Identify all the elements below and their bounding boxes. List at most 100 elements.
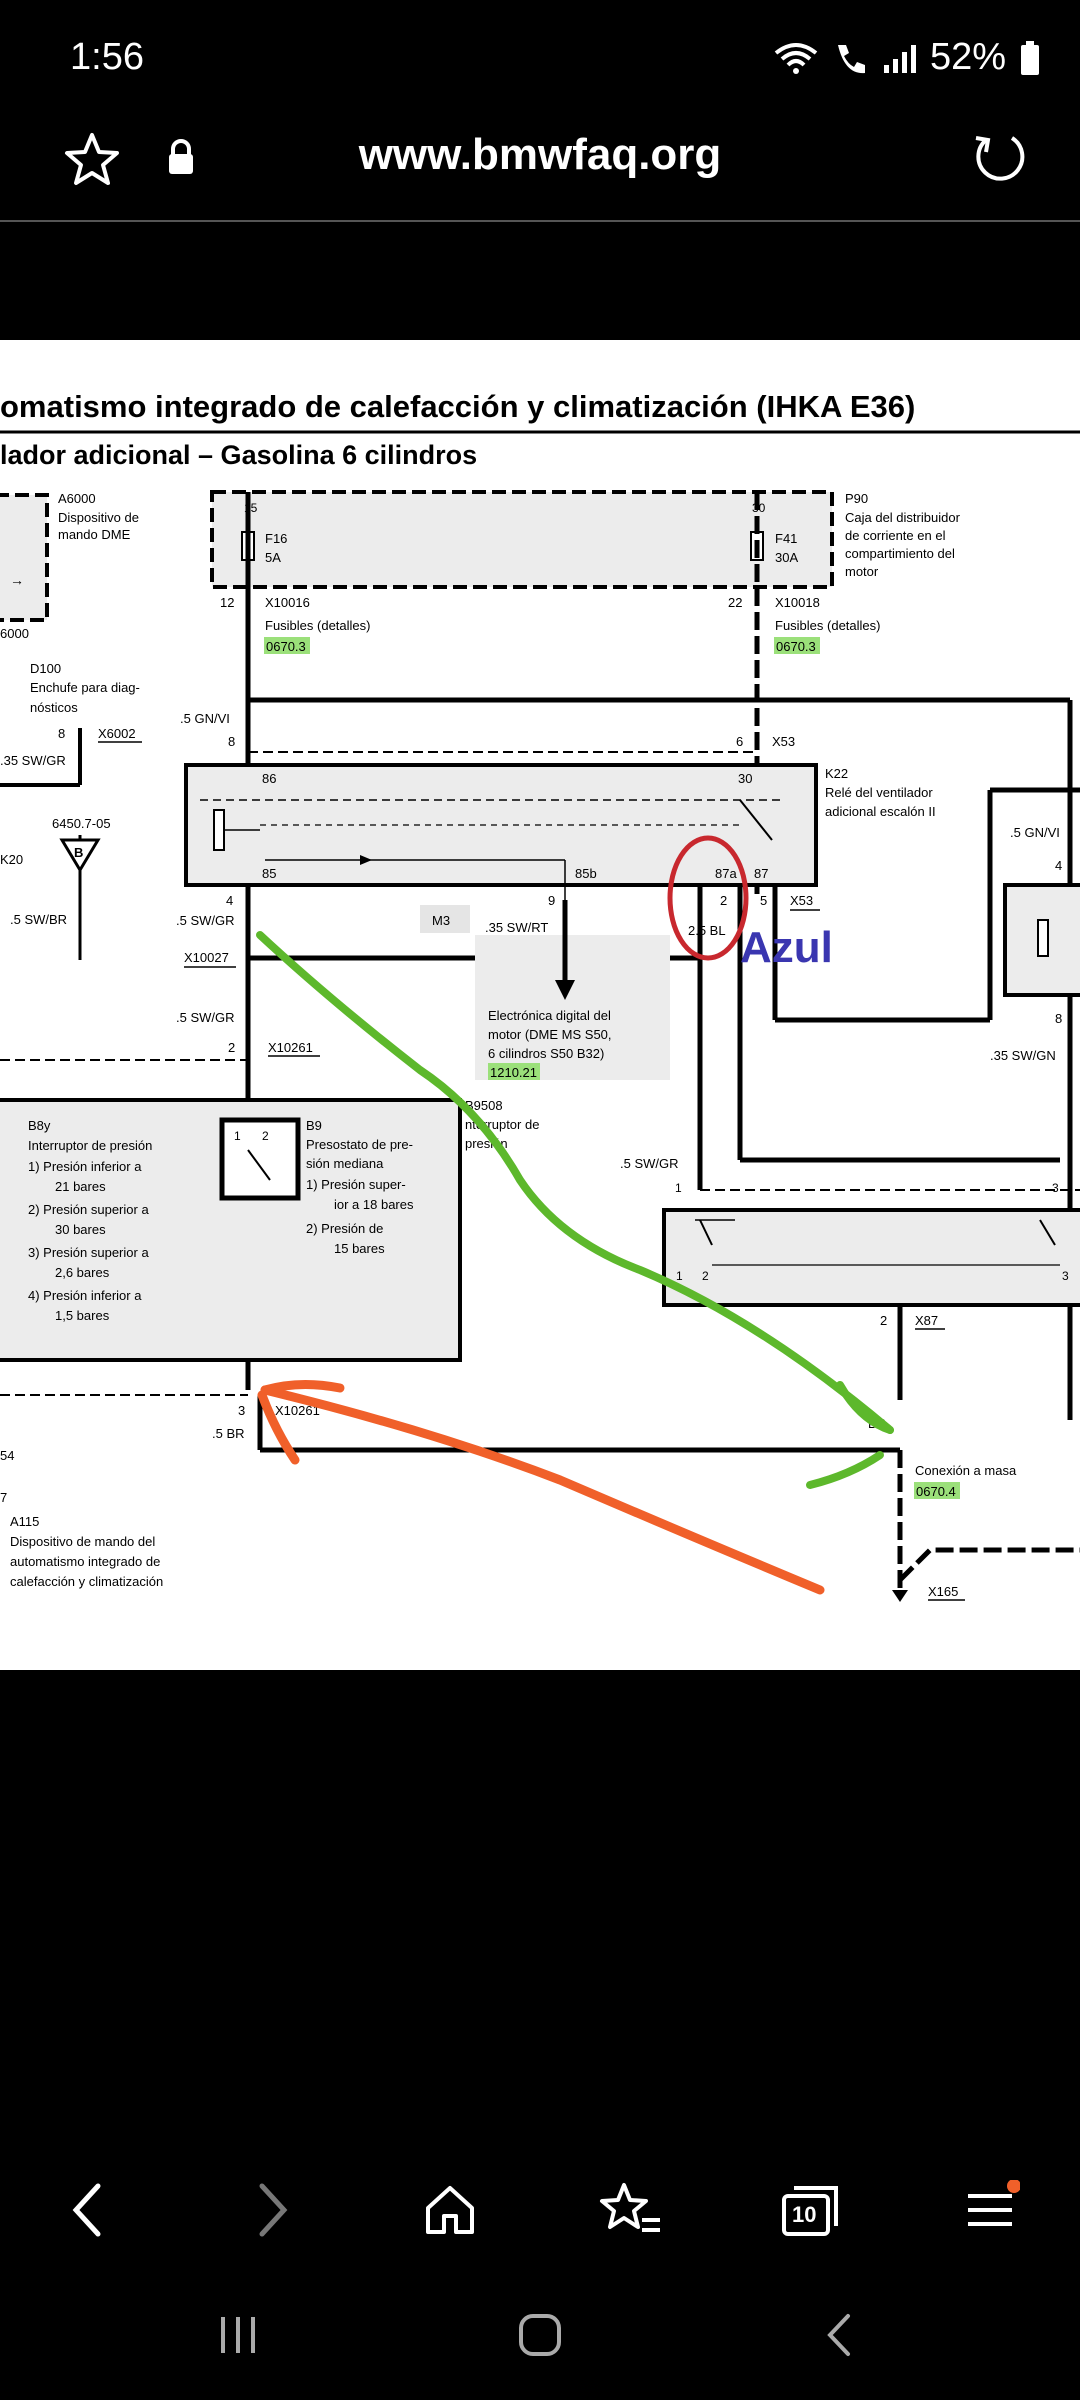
svg-text:nósticos: nósticos (30, 700, 78, 715)
svg-text:2: 2 (228, 1040, 235, 1055)
svg-text:6: 6 (736, 734, 743, 749)
svg-text:compartimiento del: compartimiento del (845, 546, 955, 561)
reload-icon[interactable] (968, 128, 1028, 193)
system-back-icon[interactable] (800, 2300, 880, 2370)
back-icon[interactable] (48, 2170, 128, 2250)
svg-text:B: B (74, 845, 83, 860)
svg-text:motor (DME MS S50,: motor (DME MS S50, (488, 1027, 612, 1042)
browser-bottom-toolbar: 10 (0, 2130, 1080, 2270)
svg-text:54: 54 (0, 1448, 14, 1463)
svg-text:mando DME: mando DME (58, 527, 131, 542)
red-circle-annotation (667, 835, 749, 961)
svg-text:1: 1 (676, 1269, 683, 1283)
wifi-icon (774, 41, 818, 75)
svg-text:.5 SW/BR: .5 SW/BR (10, 912, 67, 927)
status-time: 1:56 (70, 36, 144, 78)
svg-text:.35 SW/GN: .35 SW/GN (990, 1048, 1056, 1063)
forward-icon[interactable] (232, 2170, 312, 2250)
svg-text:X53: X53 (790, 893, 813, 908)
svg-text:calefacción y climatización: calefacción y climatización (10, 1574, 163, 1589)
svg-text:Fusibles (detalles): Fusibles (detalles) (265, 618, 371, 633)
svg-text:Caja del distribuidor: Caja del distribuidor (845, 510, 961, 525)
svg-text:15 bares: 15 bares (334, 1241, 385, 1256)
svg-text:12: 12 (220, 595, 234, 610)
svg-text:B8y: B8y (28, 1118, 51, 1133)
tabs-icon[interactable]: 10 (770, 2170, 850, 2250)
svg-text:P90: P90 (845, 491, 868, 506)
svg-text:0670.3: 0670.3 (266, 639, 306, 654)
svg-text:86: 86 (262, 771, 276, 786)
svg-text:4) Presión inferior a: 4) Presión inferior a (28, 1288, 142, 1303)
menu-icon[interactable] (950, 2170, 1030, 2250)
svg-text:3: 3 (1052, 1181, 1059, 1195)
wifi-calling-icon (832, 41, 870, 75)
svg-text:.35 SW/RT: .35 SW/RT (485, 920, 548, 935)
svg-text:1210.21: 1210.21 (490, 1065, 537, 1080)
svg-text:sión mediana: sión mediana (306, 1156, 384, 1171)
battery-icon (1020, 40, 1040, 75)
svg-text:2: 2 (880, 1313, 887, 1328)
svg-text:5: 5 (760, 893, 767, 908)
svg-text:3: 3 (1062, 1269, 1069, 1283)
svg-text:X87: X87 (915, 1313, 938, 1328)
svg-text:A6000: A6000 (58, 491, 96, 506)
bookmark-star-icon[interactable] (62, 130, 122, 195)
svg-text:30A: 30A (775, 550, 798, 565)
svg-text:Relé del ventilador: Relé del ventilador (825, 785, 933, 800)
lock-icon[interactable] (166, 138, 196, 183)
svg-text:1) Presión super-: 1) Presión super- (306, 1177, 406, 1192)
toolbar-divider (0, 220, 1080, 222)
home-button-icon[interactable] (500, 2300, 580, 2370)
web-page-content[interactable]: omatismo integrado de calefacción y clim… (0, 340, 1080, 1670)
svg-text:.5 GN/VI: .5 GN/VI (180, 711, 230, 726)
svg-text:automatismo integrado de: automatismo integrado de (10, 1554, 160, 1569)
svg-text:1,5 bares: 1,5 bares (55, 1308, 110, 1323)
svg-text:Dispositivo de mando del: Dispositivo de mando del (10, 1534, 155, 1549)
svg-text:.5 SW/GR: .5 SW/GR (176, 1010, 235, 1025)
svg-text:→: → (10, 572, 24, 588)
svg-text:2,6 bares: 2,6 bares (55, 1265, 110, 1280)
svg-text:8: 8 (228, 734, 235, 749)
svg-text:Conexión a masa: Conexión a masa (915, 1463, 1017, 1478)
svg-text:Presostato de pre-: Presostato de pre- (306, 1137, 413, 1152)
svg-text:4: 4 (1055, 858, 1062, 873)
svg-text:1) Presión inferior a: 1) Presión inferior a (28, 1159, 142, 1174)
svg-text:2.5 BL: 2.5 BL (688, 923, 726, 938)
svg-text:F41: F41 (775, 531, 797, 546)
svg-text:X10016: X10016 (265, 595, 310, 610)
orange-arrow-annotation (260, 1385, 825, 1595)
address-bar: www.bmwfaq.org (0, 120, 1080, 220)
svg-text:K20: K20 (0, 852, 23, 867)
svg-text:6 cilindros S50 B32): 6 cilindros S50 B32) (488, 1046, 604, 1061)
svg-text:21 bares: 21 bares (55, 1179, 106, 1194)
svg-text:.5 SW/GR: .5 SW/GR (176, 913, 235, 928)
svg-text:K22: K22 (825, 766, 848, 781)
svg-text:1: 1 (675, 1181, 682, 1195)
svg-text:22: 22 (728, 595, 742, 610)
svg-text:X10018: X10018 (775, 595, 820, 610)
svg-text:.35 SW/GR: .35 SW/GR (0, 753, 66, 768)
svg-text:6450.7-05: 6450.7-05 (52, 816, 111, 831)
wiring-diagram: omatismo integrado de calefacción y clim… (0, 389, 1080, 1602)
azul-annotation: Azul (740, 923, 833, 972)
svg-text:2) Presión de: 2) Presión de (306, 1221, 383, 1236)
svg-text:Fusibles (detalles): Fusibles (detalles) (775, 618, 881, 633)
svg-text:X10261: X10261 (275, 1403, 320, 1418)
bookmarks-icon[interactable] (590, 2170, 670, 2250)
svg-text:Dispositivo de: Dispositivo de (58, 510, 139, 525)
tabs-count: 10 (792, 2202, 817, 2227)
svg-text:87: 87 (754, 866, 768, 881)
url-field[interactable]: www.bmwfaq.org (358, 130, 722, 179)
svg-text:6000: 6000 (0, 626, 29, 641)
svg-text:2: 2 (720, 893, 727, 908)
svg-text:2: 2 (262, 1129, 269, 1143)
svg-text:X6002: X6002 (98, 726, 136, 741)
svg-text:adicional escalón II: adicional escalón II (825, 804, 936, 819)
home-icon[interactable] (410, 2170, 490, 2250)
recent-apps-icon[interactable] (198, 2300, 278, 2370)
svg-text:2: 2 (702, 1269, 709, 1283)
svg-text:B9: B9 (306, 1118, 322, 1133)
svg-text:X10261: X10261 (268, 1040, 313, 1055)
svg-text:3) Presión superior a: 3) Presión superior a (28, 1245, 149, 1260)
status-icons: 52% (774, 36, 1040, 79)
